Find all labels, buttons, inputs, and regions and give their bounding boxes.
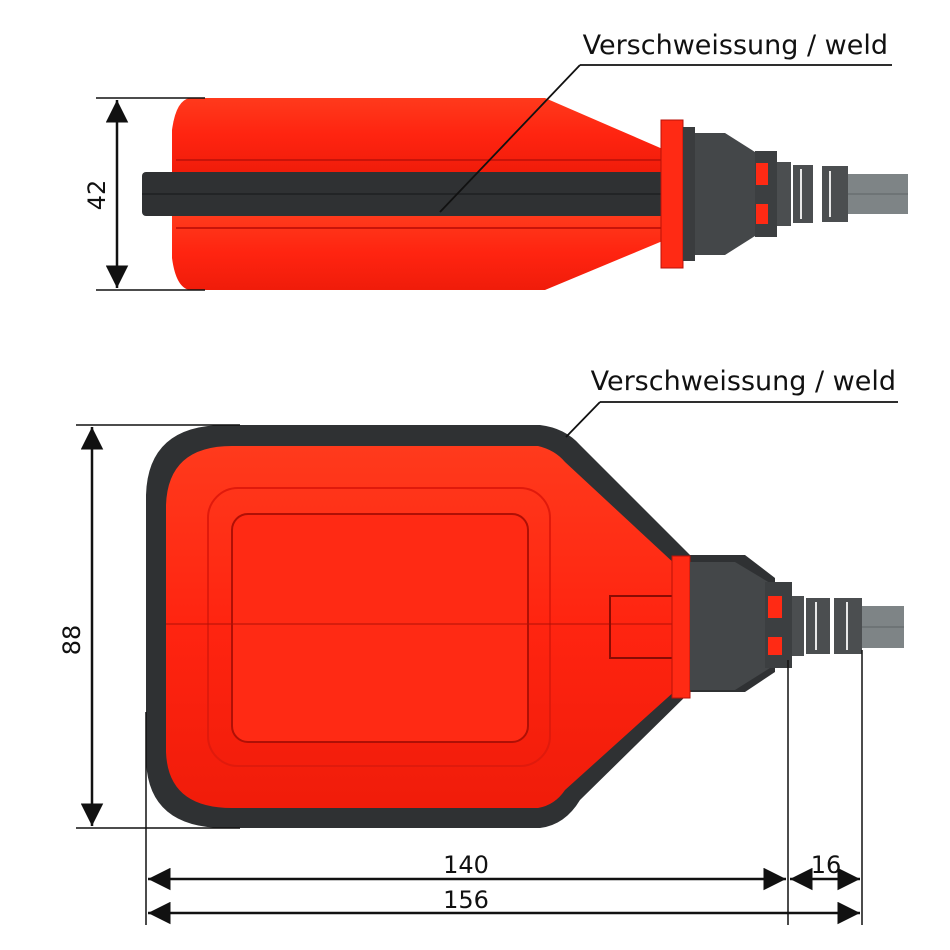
gland-housing [695,133,755,255]
weld-leader-top [439,64,581,213]
weld-leader-front [565,401,601,438]
float-body-lower [172,216,665,290]
flange [660,119,684,269]
dimension-label-140: 140 [443,851,489,879]
dimension-label-16: 16 [811,851,842,879]
gland-housing [690,562,770,690]
inner-panel [231,513,529,743]
dimension-label-156: 156 [443,886,489,914]
gland-nut [792,596,804,656]
weld-callout-front: Verschweissung / weld [591,366,896,397]
gland-nut [777,162,791,226]
dimension-label-42: 42 [83,180,111,211]
flange [671,555,691,699]
float-body-upper [172,98,665,172]
dimension-label-88: 88 [58,625,86,656]
weld-callout-top: Verschweissung / weld [583,30,888,61]
top-view: 42 Verschweissung / weld [83,30,908,291]
front-view: 88 140 16 156 Verschweissung / weld [58,366,904,925]
